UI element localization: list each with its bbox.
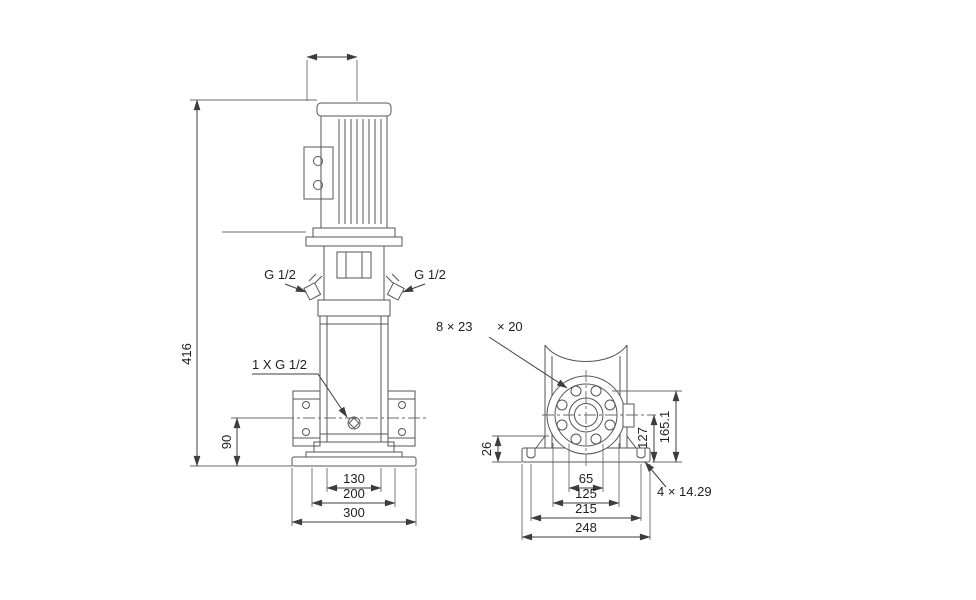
- stool-walls: [323, 246, 385, 300]
- motor-body: [320, 115, 388, 229]
- dim-127: 127: [635, 414, 682, 463]
- g-half-left-label: G 1/2: [264, 267, 296, 282]
- dim-416: 416: [179, 99, 317, 467]
- gauge-port-left: [303, 282, 322, 301]
- dim-26: 26: [479, 435, 549, 463]
- flange-left: [292, 390, 321, 447]
- base-pedestal: [305, 451, 403, 458]
- gauge-port-left-hatch: [308, 273, 323, 284]
- dim-416-label: 416: [179, 343, 194, 365]
- flange-left-bolt-top: [302, 401, 310, 409]
- pump-sleeve: [313, 315, 395, 453]
- g-half-right-label: G 1/2: [414, 267, 446, 282]
- bracket-flare: [535, 435, 637, 449]
- head-flange: [317, 299, 391, 317]
- port-flanges: [282, 390, 426, 447]
- flange-bolt-holes: [556, 385, 616, 445]
- callout-g-half-right: G 1/2: [402, 267, 446, 293]
- motor: [303, 102, 403, 247]
- flange-face: [542, 370, 656, 468]
- base-front: [291, 451, 417, 467]
- dim-125-label: 125: [575, 486, 597, 501]
- motor-fan-cover: [316, 102, 392, 117]
- dim-top: [306, 53, 358, 101]
- base-slots-label: 4 × 14.29: [657, 484, 712, 499]
- plug-circle: [347, 416, 361, 430]
- motor-end-shield: [312, 227, 396, 238]
- terminal-box-gland-top: [313, 156, 323, 166]
- base-slot-right: [636, 448, 646, 459]
- gauge-port-right: [386, 282, 405, 301]
- dim-300-label: 300: [343, 505, 365, 520]
- base-slot-left: [526, 448, 536, 459]
- dim-90: 90: [219, 417, 293, 467]
- pump-head: [303, 246, 405, 317]
- dim-130-label: 130: [343, 471, 365, 486]
- coupling: [345, 252, 363, 278]
- gauge-port-right-hatch: [385, 273, 400, 284]
- flange-right-bolt-top: [398, 401, 406, 409]
- side-tab: [622, 403, 635, 428]
- sleeve-walls: [320, 316, 388, 442]
- callout-bolt-holes: 8 × 23 × 20: [436, 319, 568, 389]
- motor-flange: [305, 236, 403, 247]
- dim-65-label: 65: [579, 471, 593, 486]
- sleeve-outer: [319, 315, 389, 443]
- plug-square: [348, 417, 360, 429]
- coupling-window: [336, 251, 372, 279]
- flange-right-bolt-bottom: [398, 428, 406, 436]
- bolt-holes-label-b: × 20: [497, 319, 523, 334]
- bracket-outer-walls: [544, 345, 628, 448]
- flange-right: [387, 390, 416, 447]
- terminal-box: [303, 146, 334, 200]
- drain-plug: [347, 416, 361, 430]
- dim-200-label: 200: [343, 486, 365, 501]
- bolt-holes-label-a: 8 × 23: [436, 319, 473, 334]
- plug-label: 1 X G 1/2: [252, 357, 307, 372]
- dim-127-label: 127: [635, 427, 650, 449]
- front-view: 416 90 130 200 300 G 1/2 G 1/2: [179, 53, 446, 526]
- base-plate-front: [291, 456, 417, 467]
- dim-165: 165.1: [612, 390, 682, 463]
- dim-bottom-front: 130 200 300: [291, 468, 417, 526]
- terminal-box-gland-bottom: [313, 180, 323, 190]
- flange-centerlines: [542, 370, 656, 468]
- flange-left-faces: [293, 398, 320, 439]
- base-chamber: [313, 441, 395, 453]
- dim-248-label: 248: [575, 520, 597, 535]
- flange-left-bolt-bottom: [302, 428, 310, 436]
- callout-base-slots: 4 × 14.29: [644, 461, 712, 499]
- bracket-saddle: [544, 344, 628, 362]
- dim-bottom-side: 65 125 215 248: [521, 443, 651, 541]
- dim-26-label: 26: [479, 442, 494, 456]
- side-view: 8 × 23 × 20 26 127 165.1 65 125: [436, 319, 712, 541]
- motor-fins: [338, 119, 382, 224]
- dim-90-label: 90: [219, 435, 234, 449]
- dim-165-label: 165.1: [657, 411, 672, 444]
- dim-215-label: 215: [575, 501, 597, 516]
- callout-g-half-left: G 1/2: [264, 267, 307, 293]
- callout-plug: 1 X G 1/2: [252, 357, 348, 418]
- flange-right-faces: [388, 398, 415, 439]
